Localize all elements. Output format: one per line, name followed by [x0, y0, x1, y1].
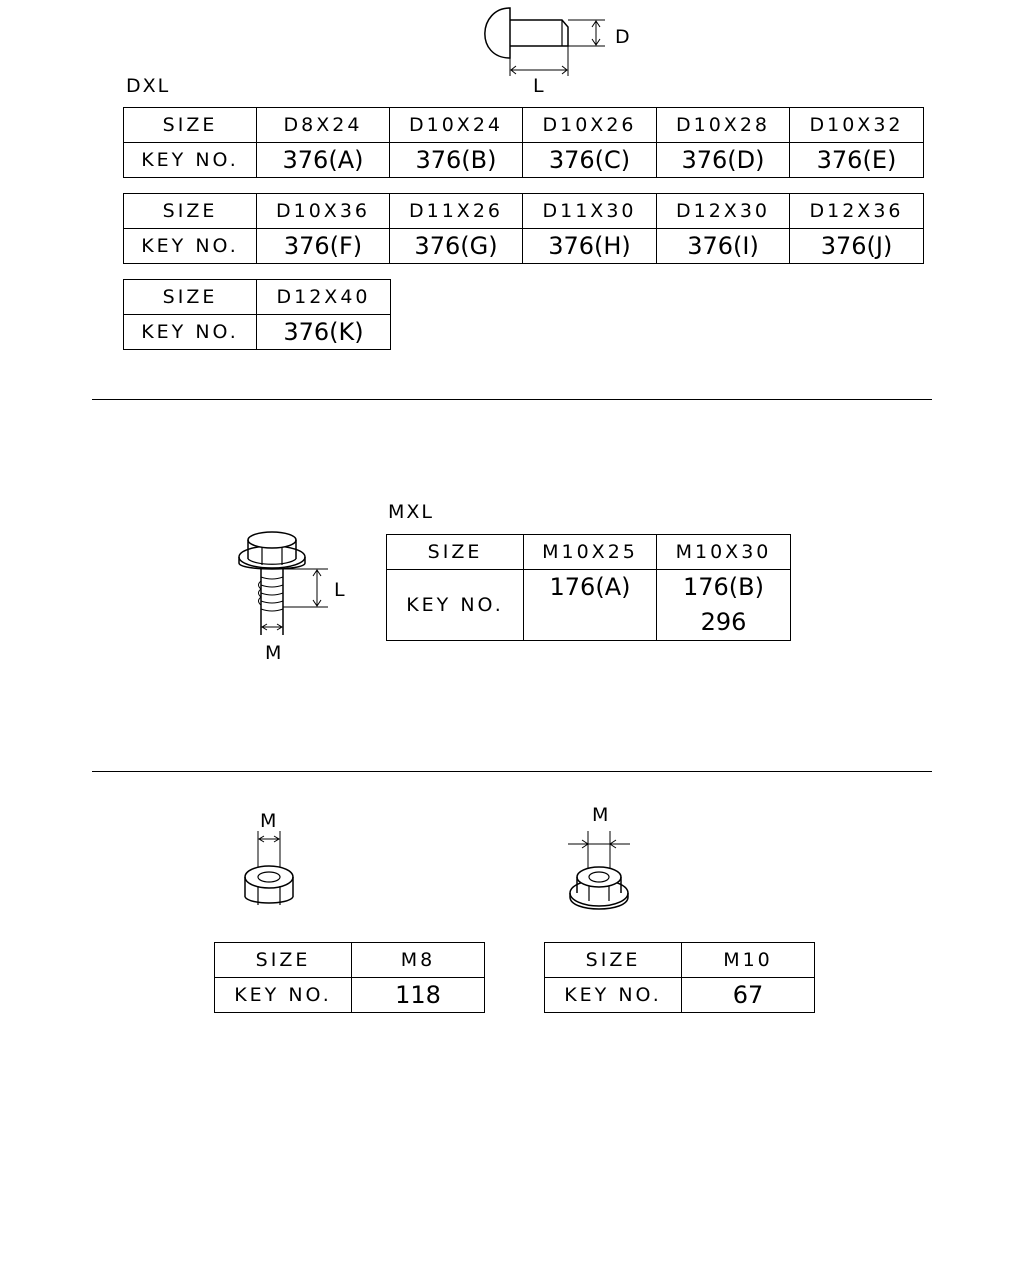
- key-header: KEY NO.: [386, 569, 524, 641]
- rivet-drawing: [484, 7, 605, 76]
- size-header: SIZE: [123, 107, 257, 143]
- size-cell: D12X36: [789, 193, 924, 229]
- flange-nut-drawing: [568, 831, 630, 910]
- key-header: KEY NO.: [123, 228, 257, 264]
- key-cell: 118: [351, 977, 485, 1013]
- key-header: KEY NO.: [544, 977, 682, 1013]
- key-header: KEY NO.: [123, 314, 257, 350]
- size-cell: D12X40: [256, 279, 391, 315]
- key-cell: 376(H): [522, 228, 657, 264]
- size-header: SIZE: [123, 193, 257, 229]
- size-cell: D10X36: [256, 193, 390, 229]
- key-cell: 376(D): [656, 142, 790, 178]
- section-divider: [92, 771, 932, 772]
- key-cell: 67: [681, 977, 815, 1013]
- key-header: KEY NO.: [214, 977, 352, 1013]
- bolt-dim-l-label: L: [334, 579, 347, 601]
- nut-m10-dim-m-label: M: [592, 804, 611, 826]
- key-cell: 376(K): [256, 314, 391, 350]
- hex-nut-drawing: [244, 831, 294, 905]
- size-cell: M10: [681, 942, 815, 978]
- size-cell: D11X26: [389, 193, 523, 229]
- size-header: SIZE: [386, 534, 524, 570]
- key-cell: 376(J): [789, 228, 924, 264]
- size-cell: M8: [351, 942, 485, 978]
- size-header: SIZE: [123, 279, 257, 315]
- size-cell: D10X26: [522, 107, 657, 143]
- nut-m10-key-table: SIZE M10 KEY NO. 67: [544, 942, 815, 1013]
- size-cell: D8X24: [256, 107, 390, 143]
- rivet-key-table-1: SIZE D8X24 D10X24 D10X26 D10X28 D10X32 K…: [123, 107, 924, 178]
- key-cell: 376(C): [522, 142, 657, 178]
- rivet-dim-d-label: D: [615, 26, 632, 48]
- size-header: SIZE: [544, 942, 682, 978]
- flange-bolt-drawing: [238, 531, 328, 635]
- size-cell: M10X30: [656, 534, 791, 570]
- key-cell: 376(E): [789, 142, 924, 178]
- key-value: 176(B): [683, 573, 764, 601]
- key-cell: 376(B): [389, 142, 523, 178]
- key-cell: 376(F): [256, 228, 390, 264]
- key-cell: 376(I): [656, 228, 790, 264]
- bolt-type-label: MXL: [388, 501, 434, 523]
- rivet-dim-l-label: L: [533, 75, 546, 97]
- size-cell: D10X24: [389, 107, 523, 143]
- bolt-dim-m-label: M: [265, 642, 284, 664]
- key-value: 176(A): [549, 573, 631, 601]
- nut-m8-dim-m-label: M: [260, 810, 279, 832]
- rivet-type-label: DXL: [126, 75, 171, 97]
- key-cell: 376(A): [256, 142, 390, 178]
- size-cell: D10X28: [656, 107, 790, 143]
- bolt-key-table: SIZE M10X25 M10X30 KEY NO. 176(A) 176(B)…: [386, 534, 791, 641]
- rivet-key-table-2: SIZE D10X36 D11X26 D11X30 D12X30 D12X36 …: [123, 193, 924, 264]
- size-cell: D12X30: [656, 193, 790, 229]
- key-cell: 176(B) 296: [656, 569, 791, 641]
- section-divider: [92, 399, 932, 400]
- key-value: 296: [700, 608, 747, 636]
- key-cell: 176(A): [523, 569, 657, 641]
- nut-m8-key-table: SIZE M8 KEY NO. 118: [214, 942, 485, 1013]
- key-cell: 376(G): [389, 228, 523, 264]
- key-header: KEY NO.: [123, 142, 257, 178]
- size-cell: D10X32: [789, 107, 924, 143]
- size-header: SIZE: [214, 942, 352, 978]
- size-cell: D11X30: [522, 193, 657, 229]
- rivet-key-table-3: SIZE D12X40 KEY NO. 376(K): [123, 279, 391, 350]
- size-cell: M10X25: [523, 534, 657, 570]
